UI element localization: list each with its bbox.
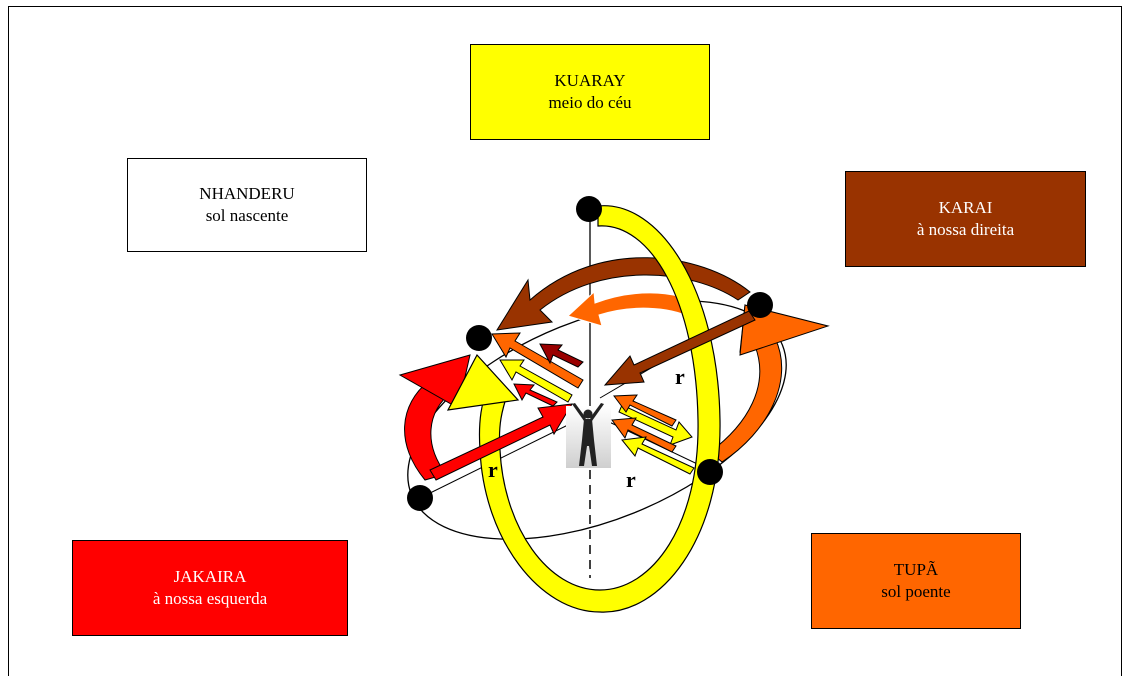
human-figure bbox=[566, 403, 611, 468]
radius-label-left: r bbox=[488, 457, 498, 482]
yellow-small-arrow-br-out bbox=[618, 404, 693, 446]
nhanderu-description: sol nascente bbox=[205, 206, 289, 225]
yellow-ring-arrowhead bbox=[446, 353, 520, 411]
tupa-box: TUPÃ sol poente bbox=[811, 533, 1021, 629]
yellow-small-arrow-tl bbox=[499, 359, 573, 403]
node-lower-left bbox=[407, 485, 433, 511]
kuaray-box: KUARAY meio do céu bbox=[470, 44, 710, 140]
jakaira-name: JAKAIRA bbox=[173, 567, 247, 586]
radius-label-right: r bbox=[675, 364, 685, 389]
node-left bbox=[466, 325, 492, 351]
orange-inner-curved-arrow bbox=[567, 290, 704, 327]
kuaray-name: KUARAY bbox=[554, 71, 626, 90]
yellow-small-arrow-br-in bbox=[621, 436, 695, 475]
darkred-small-arrow-tl bbox=[539, 343, 584, 368]
red-center-arrow bbox=[429, 403, 573, 481]
karai-description: à nossa direita bbox=[916, 220, 1015, 239]
tupa-description: sol poente bbox=[881, 582, 951, 601]
karai-name: KARAI bbox=[938, 198, 993, 217]
red-small-arrow-tl bbox=[513, 383, 558, 407]
orange-small-arrow-br-in-2 bbox=[613, 394, 677, 427]
radius-label-lower: r bbox=[626, 467, 636, 492]
tupa-name: TUPÃ bbox=[893, 560, 939, 579]
kuaray-description: meio do céu bbox=[548, 93, 632, 112]
jakaira-description: à nossa esquerda bbox=[152, 589, 268, 608]
orange-small-arrow-br-in bbox=[611, 417, 677, 453]
karai-box: KARAI à nossa direita bbox=[845, 171, 1086, 267]
node-lower-right bbox=[697, 459, 723, 485]
brown-curved-arrow bbox=[496, 257, 751, 331]
brown-center-arrow bbox=[603, 310, 756, 386]
orange-small-arrow-tl bbox=[491, 332, 584, 389]
nhanderu-name: NHANDERU bbox=[199, 184, 295, 203]
jakaira-box: JAKAIRA à nossa esquerda bbox=[72, 540, 348, 636]
page-frame bbox=[8, 6, 1122, 676]
node-zenith bbox=[576, 196, 602, 222]
node-right bbox=[747, 292, 773, 318]
nhanderu-box: NHANDERU sol nascente bbox=[127, 158, 367, 252]
